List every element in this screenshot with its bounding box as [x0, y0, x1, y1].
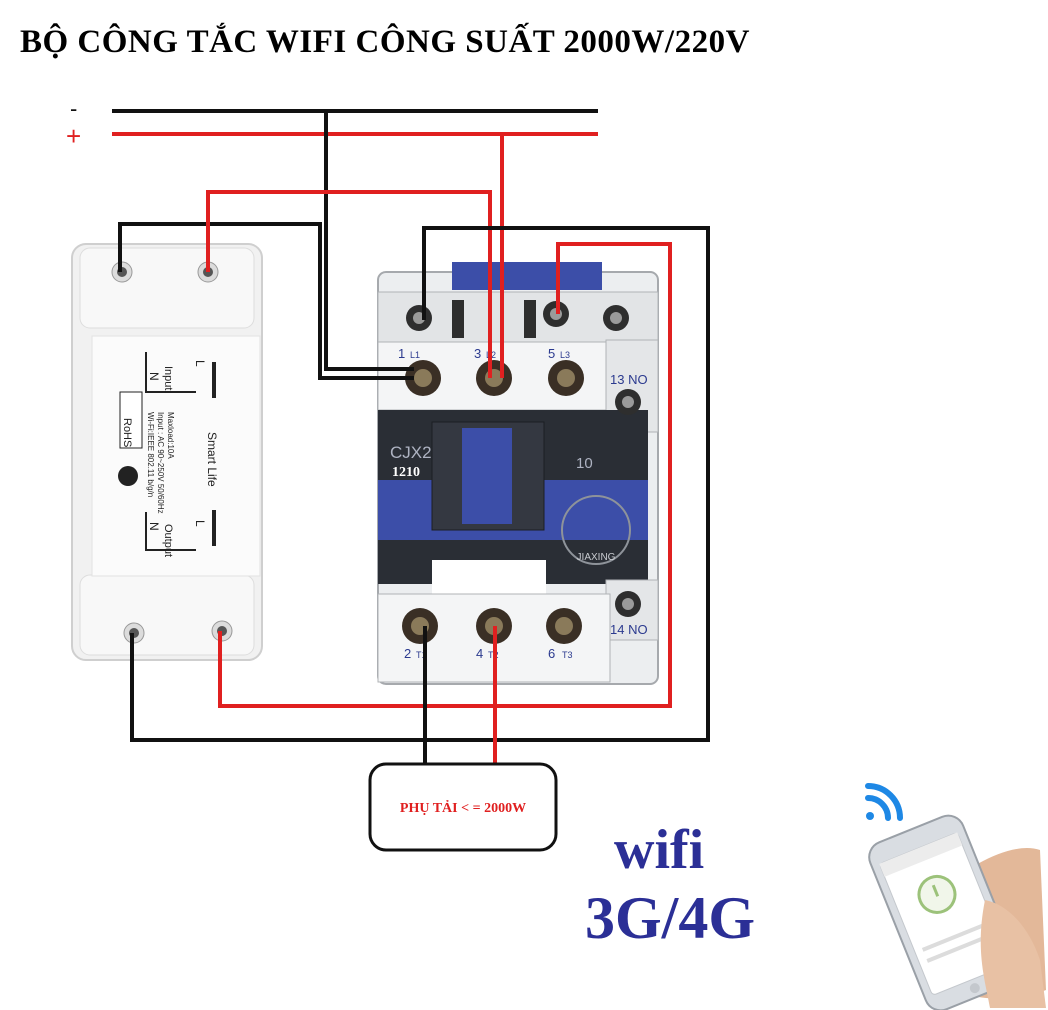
switch-output-label: Output — [162, 524, 174, 557]
terminal-t3 — [546, 608, 582, 644]
plus-label: + — [66, 121, 81, 151]
aux-bottom-label: 14 NO — [610, 622, 648, 637]
terminal-5-num: 5 — [548, 346, 555, 361]
terminal-2-num: 2 — [404, 646, 411, 661]
terminal-6-name: T3 — [562, 650, 573, 660]
switch-spec-1: Wi-Fi:IEEE 802.11 b/g/n — [146, 412, 155, 497]
coil-terminal-a1 — [406, 305, 432, 331]
switch-n-in-label: N — [147, 372, 161, 381]
contactor-sub-model: 1210 — [392, 465, 420, 480]
switch-l-out-label: L — [193, 520, 207, 527]
wires — [112, 109, 710, 768]
load-label: PHỤ TẢI < = 2000W — [400, 799, 526, 816]
page-title: BỘ CÔNG TẮC WIFI CÔNG SUẤT 2000W/220V — [20, 24, 750, 60]
aux-terminal-13 — [615, 389, 641, 415]
contactor-model: CJX2 — [390, 443, 432, 462]
switch-spec-2: Input : AC 90~250V 50/60Hz — [156, 412, 165, 514]
terminal-3-num: 3 — [474, 346, 481, 361]
cellular-text: 3G/4G — [585, 885, 756, 951]
rohs-label: RoHS — [121, 418, 133, 447]
aux-terminal-14 — [615, 591, 641, 617]
terminal-l2 — [476, 360, 512, 396]
smart-switch: N Input L RoHS Wi-Fi:IEEE 802.11 b/g/n I… — [71, 243, 263, 661]
minus-label: - — [70, 96, 77, 121]
terminal-6-num: 6 — [548, 646, 555, 661]
maker-label: JIAXING — [577, 552, 616, 563]
terminal-4-num: 4 — [476, 646, 483, 661]
switch-l-to-l2-wire — [206, 190, 492, 378]
terminal-1-num: 1 — [398, 346, 405, 361]
wifi-text: wifi — [614, 819, 705, 881]
switch-l-in-label: L — [193, 360, 207, 367]
switch-spec-3: Maxload:10A — [166, 412, 175, 459]
switch-input-label: Input — [162, 366, 174, 390]
coil-terminal-a2 — [603, 305, 629, 331]
terminal-5-name: L3 — [560, 350, 570, 360]
neutral-to-l1-wire — [324, 111, 414, 371]
terminal-t1 — [402, 608, 438, 644]
aux-top-label: 13 NO — [610, 372, 648, 387]
load-box: PHỤ TẢI < = 2000W — [368, 762, 558, 852]
terminal-l3 — [548, 360, 584, 396]
switch-n-out-label: N — [147, 522, 161, 531]
contactor-rating: 10 — [576, 455, 593, 472]
coil-a1-to-switch-n-out-wire — [130, 226, 710, 742]
smartphone-in-hand — [868, 814, 1046, 1010]
switch-n-to-l1-wire — [118, 222, 414, 380]
switch-brand-label: Smart Life — [205, 432, 219, 487]
terminal-1-name: L1 — [410, 350, 420, 360]
contactor: JIAXING 1 L1 3 L2 5 L3 13 NO 14 NO 2 T1 — [377, 262, 659, 685]
switch-button — [118, 466, 138, 486]
wifi-icon — [865, 783, 903, 821]
terminal-2-name: T1 — [416, 650, 427, 660]
coil-to-switch-l-out-wire — [218, 242, 672, 708]
